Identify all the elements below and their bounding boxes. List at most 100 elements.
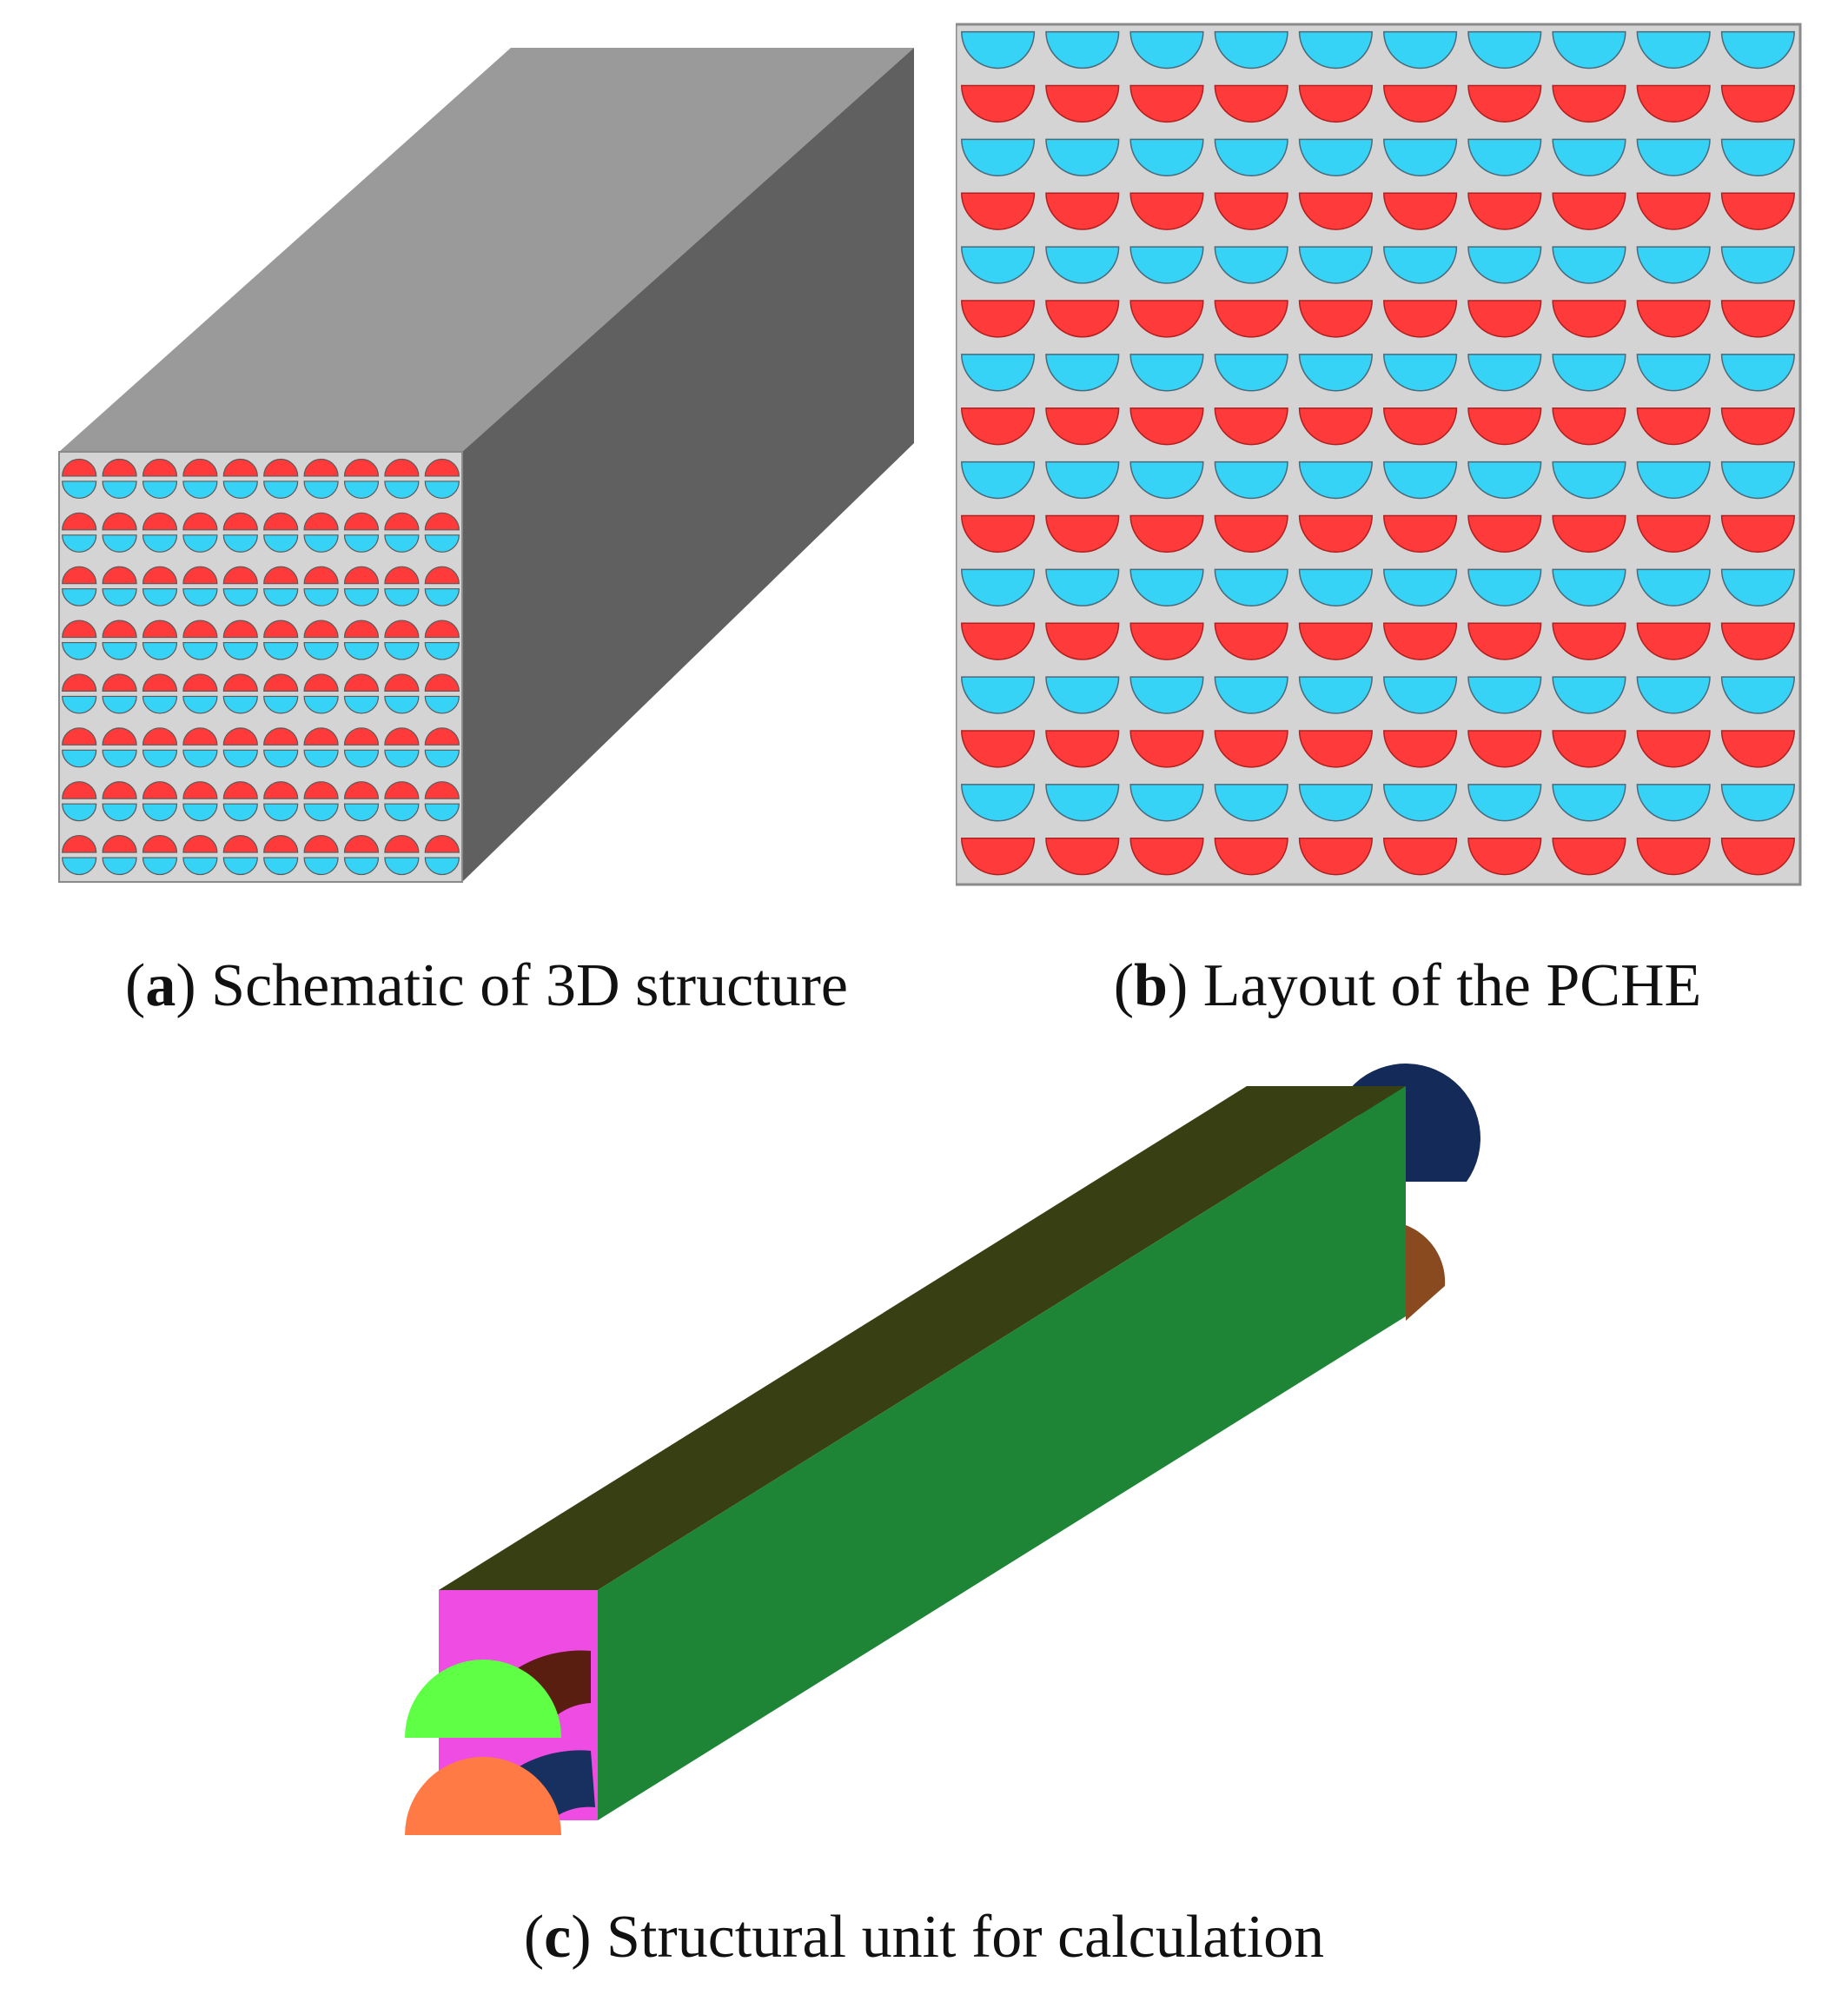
hot-channel (384, 566, 420, 585)
hot-channel (1298, 622, 1373, 660)
cold-channel (1129, 30, 1204, 70)
cold-channel (961, 354, 1036, 392)
hot-channel (1045, 514, 1120, 553)
cold-channel (142, 857, 178, 876)
hot-channel (1214, 838, 1288, 876)
cold-channel (1214, 784, 1288, 822)
cold-channel (1467, 138, 1542, 176)
cold-channel (1467, 30, 1542, 70)
cold-channel (1636, 138, 1711, 176)
cold-channel (142, 695, 178, 714)
cold-channel (102, 588, 137, 606)
hot-channel (182, 835, 218, 853)
cold-channel (102, 857, 137, 876)
hot-channel (1636, 622, 1711, 660)
hot-channel (1552, 730, 1626, 768)
cold-channel (1720, 568, 1795, 606)
cold-channel (182, 588, 218, 606)
hot-channel (343, 458, 380, 477)
lower-channel-face (405, 1757, 561, 1835)
hot-channel (303, 458, 339, 477)
cold-channel (1636, 568, 1711, 606)
hot-channel (1720, 84, 1795, 123)
cold-channel (343, 803, 380, 822)
hot-channel (1636, 84, 1711, 123)
cold-channel (1636, 784, 1711, 822)
cold-channel (102, 803, 137, 822)
cold-channel (263, 534, 299, 553)
hot-channel (263, 673, 299, 693)
cold-channel (343, 695, 380, 714)
hot-channel (424, 673, 460, 693)
cold-channel (1552, 30, 1626, 70)
cold-channel (384, 803, 420, 822)
cold-channel (1298, 354, 1373, 392)
block-side-face (462, 48, 914, 882)
hot-channel (1467, 84, 1542, 123)
cold-channel (62, 641, 97, 660)
cold-channel (142, 749, 178, 768)
unit-top-face (439, 1086, 1406, 1590)
hot-channel (102, 673, 137, 693)
cold-channel (343, 534, 380, 553)
cold-channel (182, 803, 218, 822)
cold-channel (384, 588, 420, 606)
cold-channel (263, 588, 299, 606)
hot-channel (1383, 838, 1458, 876)
hot-channel (1720, 300, 1795, 338)
hot-channel (384, 781, 420, 799)
cold-channel (1467, 461, 1542, 500)
cold-channel (263, 749, 299, 768)
cold-channel (222, 588, 258, 606)
cold-channel (102, 480, 137, 499)
cold-channel (222, 857, 258, 876)
hot-channel (424, 727, 460, 746)
cold-channel (1214, 568, 1288, 606)
cold-channel (303, 534, 339, 553)
cold-channel (1720, 354, 1795, 392)
cold-channel (142, 803, 178, 822)
hot-channel (182, 458, 218, 477)
cold-channel (384, 641, 420, 660)
hot-channel (142, 835, 178, 853)
cold-channel (1467, 246, 1542, 284)
cold-channel (1129, 568, 1204, 606)
cold-channel (343, 588, 380, 606)
hot-channel (961, 622, 1036, 660)
cold-channel (961, 461, 1036, 500)
cold-channel (62, 480, 97, 499)
cold-channel (343, 641, 380, 660)
hot-channel (1045, 730, 1120, 768)
cold-channel (182, 641, 218, 660)
hot-channel (303, 781, 339, 799)
caption-c: (c) Structural unit for calculation (523, 1904, 1325, 1971)
hot-channel (343, 512, 380, 531)
cold-channel (1298, 138, 1373, 176)
cold-channel (1045, 354, 1120, 392)
hot-channel (263, 835, 299, 853)
hot-channel (62, 781, 97, 799)
cold-channel (1720, 461, 1795, 500)
cold-channel (1214, 30, 1288, 70)
hot-channel (102, 566, 137, 585)
hot-channel (1383, 84, 1458, 123)
hot-channel (1214, 300, 1288, 338)
hot-channel (303, 512, 339, 531)
hot-channel (1720, 838, 1795, 876)
hot-channel (222, 512, 258, 531)
structural-unit-3d (405, 1064, 1480, 1835)
hot-channel (1636, 514, 1711, 553)
cold-channel (961, 784, 1036, 822)
hot-channel (1636, 838, 1711, 876)
hot-channel (182, 727, 218, 746)
hot-channel (384, 835, 420, 853)
hot-channel (182, 673, 218, 693)
cold-channel (1467, 676, 1542, 714)
hot-channel (102, 727, 137, 746)
cold-channel (384, 749, 420, 768)
hot-channel (343, 673, 380, 693)
block-top-face (59, 48, 914, 452)
cold-channel (1129, 784, 1204, 822)
cold-channel (1214, 354, 1288, 392)
cold-channel (263, 857, 299, 876)
